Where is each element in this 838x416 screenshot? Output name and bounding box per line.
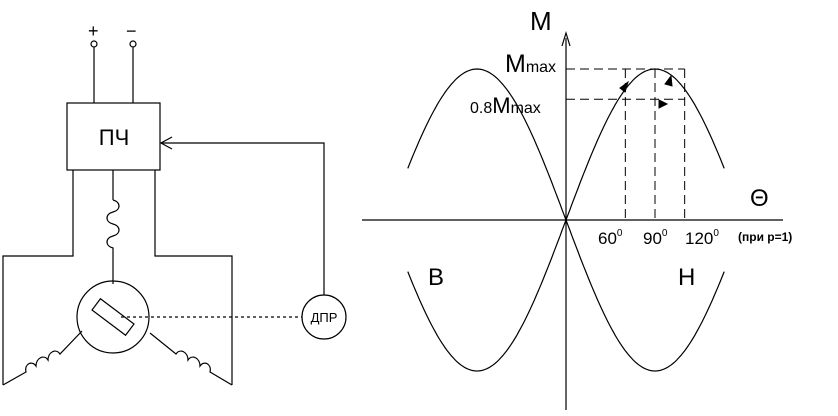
x-axis-label: Θ [750, 185, 769, 212]
terminal-minus-label: − [126, 21, 137, 41]
rotor-magnet [91, 297, 135, 337]
feedback-line [161, 142, 325, 295]
rotor-circle [76, 280, 150, 354]
winding-top-coil [106, 199, 120, 284]
terminal-plus [90, 40, 98, 48]
dashed-guides [566, 68, 686, 220]
tick-60: 600 [598, 228, 623, 248]
tick-90: 900 [643, 228, 668, 248]
mmax08-main: M [492, 93, 510, 118]
y-axis-label: M [530, 6, 552, 36]
mmax-sub: max [526, 59, 556, 76]
pole-note: (при p=1) [738, 230, 792, 244]
schematic: + − ПЧ ДПР [2, 21, 347, 386]
phase-wire-right [154, 170, 233, 385]
phase-wire-left [2, 170, 74, 385]
mmax08-sub: max [511, 100, 541, 117]
tick-120: 1200 [685, 228, 719, 248]
arrow-right-upper [664, 74, 673, 87]
terminal-minus [129, 40, 137, 48]
curve-direction-arrows [619, 74, 673, 109]
sensor-label: ДПР [311, 310, 338, 325]
converter-label: ПЧ [99, 125, 129, 150]
torque-curve-falling [407, 68, 725, 372]
torque-graph: M Θ Mmax 0.8Mmax 600 900 1200 (при p=1) … [362, 6, 792, 410]
winding-left-coil [2, 330, 83, 386]
arrow-right-lower [658, 99, 669, 109]
label-h: H [678, 264, 695, 291]
mmax08-prefix: 0.8 [470, 100, 492, 117]
mmax-label: Mmax [505, 50, 556, 78]
y-axis-arrowhead [561, 30, 571, 47]
mmax-main: M [505, 50, 526, 78]
terminal-plus-label: + [88, 21, 99, 41]
winding-right-coil [149, 332, 233, 386]
label-b: B [428, 264, 444, 291]
arrow-up-left [619, 80, 629, 93]
mmax08-label: 0.8Mmax [470, 93, 541, 118]
feedback-arrowhead [159, 136, 173, 150]
